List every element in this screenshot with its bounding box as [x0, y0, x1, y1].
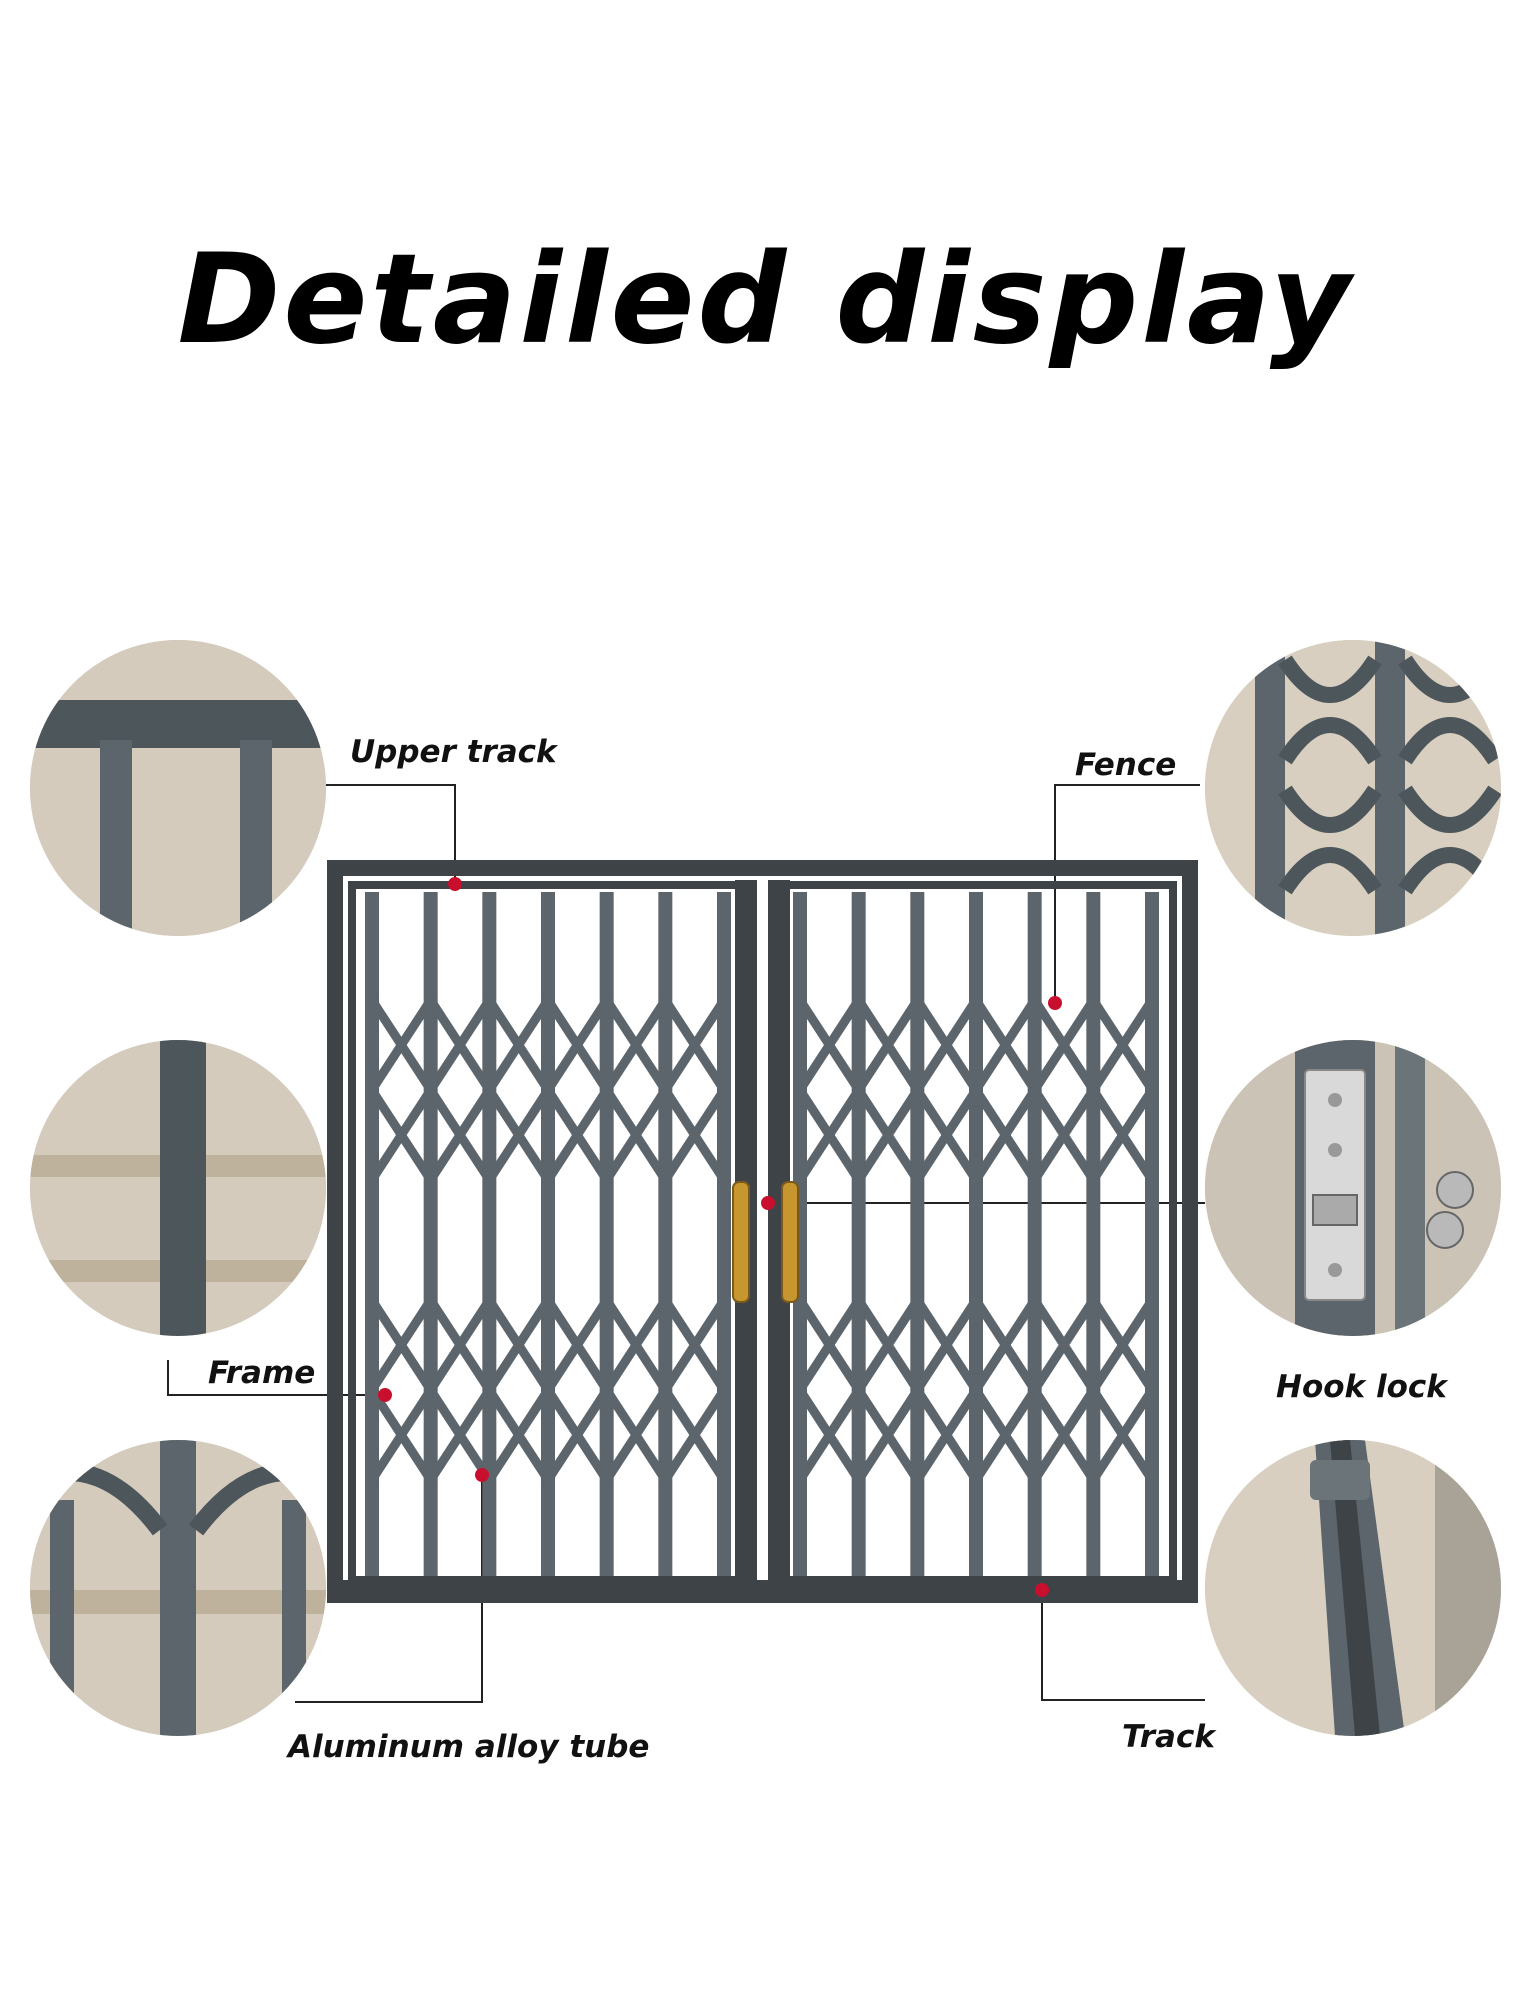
- callout-lines: [167, 784, 1205, 1703]
- detail-hook-lock: [1205, 1040, 1501, 1336]
- label-hook-lock: Hook lock: [1276, 1369, 1447, 1405]
- callout-line-aluminum-tube: [295, 1475, 483, 1703]
- label-fence: Fence: [1075, 747, 1177, 783]
- gate: [327, 860, 1198, 1603]
- detail-fence: [1205, 640, 1501, 936]
- left-gate-leaf: [365, 892, 731, 1576]
- left-handle: [732, 1181, 750, 1303]
- marker-frame: [378, 1388, 392, 1402]
- label-aluminum-tube: Aluminum alloy tube: [288, 1729, 650, 1765]
- detail-frame: [30, 1040, 326, 1336]
- markers: [378, 877, 1062, 1597]
- detail-track: [1205, 1440, 1501, 1736]
- callout-line-frame: [167, 1360, 385, 1396]
- detail-upper-track: [30, 640, 326, 936]
- marker-aluminum-tube: [475, 1468, 489, 1482]
- marker-upper-track: [448, 877, 462, 891]
- callout-line-fence: [1054, 784, 1200, 1003]
- right-handle: [781, 1181, 799, 1303]
- marker-track: [1035, 1583, 1049, 1597]
- callout-line-track: [1041, 1590, 1205, 1701]
- label-frame: Frame: [208, 1355, 316, 1391]
- marker-hook-lock: [761, 1196, 775, 1210]
- right-gate-leaf: [793, 892, 1159, 1576]
- label-track: Track: [1122, 1719, 1215, 1755]
- detail-aluminum-tube: [30, 1440, 326, 1736]
- marker-fence: [1048, 996, 1062, 1010]
- page-title: Detailed display: [177, 228, 1354, 372]
- label-upper-track: Upper track: [350, 734, 557, 770]
- callout-line-upper-track: [300, 784, 456, 880]
